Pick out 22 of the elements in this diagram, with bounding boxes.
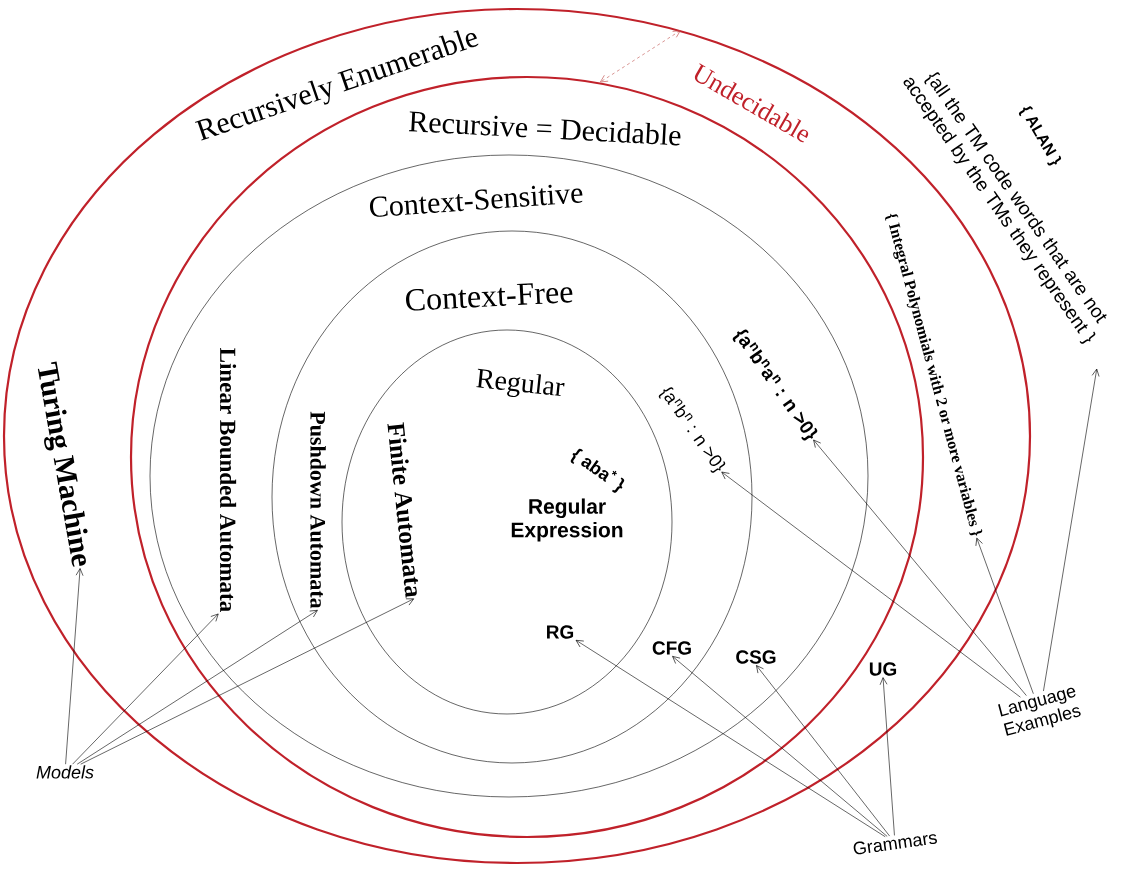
model-label: Finite Automata: [387, 422, 419, 598]
arrow: [672, 656, 888, 837]
arrow: [575, 639, 886, 837]
arrow: [721, 471, 1021, 698]
model-label: Turing Machine: [37, 361, 88, 567]
grammar-label: RG: [547, 625, 574, 639]
grammar-label: CFG: [652, 641, 691, 655]
arrow: [72, 613, 219, 765]
arrow: [813, 439, 1027, 696]
arrow: [879, 677, 895, 836]
arrow: [975, 537, 1034, 695]
dashed-arrow: [600, 30, 681, 83]
arrow: [1043, 368, 1100, 692]
model-label: Linear Bounded Automata: [219, 348, 237, 612]
arrow: [80, 598, 414, 765]
arrow: [756, 665, 890, 837]
language-example: { aba$^{*}$ }: [570, 448, 625, 493]
arrow: [65, 568, 84, 765]
model-label: Pushdown Automata: [310, 411, 326, 609]
grammar-label: UG: [869, 662, 897, 676]
arrow: [76, 609, 318, 765]
group-label: Models: [36, 765, 94, 779]
